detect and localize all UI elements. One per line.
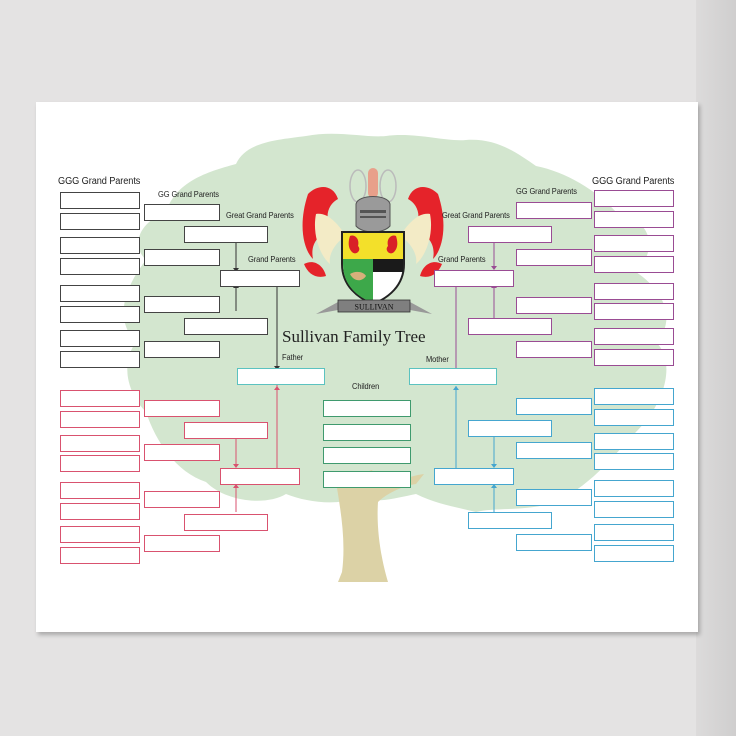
great-grandparent-box-2[interactable] [184,318,268,335]
gg-grandparent-box-5[interactable] [144,400,220,417]
ggg-grandparent-box-7[interactable] [60,330,140,347]
label-gg-grand-parents-right: GG Grand Parents [516,186,577,196]
ggg-grandparent-box-28[interactable] [594,453,674,470]
gg-grandparent-box-13[interactable] [516,398,592,415]
label-grand-parents-left: Grand Parents [248,254,296,264]
great-grandparent-box-1[interactable] [184,226,268,243]
ggg-grandparent-box-31[interactable] [594,524,674,541]
great-grandparent-box-8[interactable] [468,512,552,529]
label-grand-parents-right: Grand Parents [438,254,486,264]
grandparent-box-4[interactable] [434,468,514,485]
gg-grandparent-box-15[interactable] [516,489,592,506]
gg-grandparent-box-8[interactable] [144,535,220,552]
grandparent-box-3[interactable] [434,270,514,287]
child-box-2[interactable] [323,424,411,441]
ggg-grandparent-box-9[interactable] [60,390,140,407]
crest-banner-text: SULLIVAN [355,303,394,312]
gg-grandparent-box-14[interactable] [516,442,592,459]
sullivan-coat-of-arms: SULLIVAN [302,168,444,314]
tree-trunk-illustration [336,470,424,582]
ggg-grandparent-box-2[interactable] [60,213,140,230]
family-tree-poster: SULLIVAN Sullivan Family Tree GGG Grand … [36,102,698,632]
ggg-grandparent-box-29[interactable] [594,480,674,497]
ggg-grandparent-box-16[interactable] [60,547,140,564]
ggg-grandparent-box-23[interactable] [594,328,674,345]
ggg-grandparent-box-12[interactable] [60,455,140,472]
label-gg-grand-parents-left: GG Grand Parents [158,189,219,199]
ggg-grandparent-box-6[interactable] [60,306,140,323]
ggg-grandparent-box-22[interactable] [594,303,674,320]
gg-grandparent-box-12[interactable] [516,341,592,358]
ggg-grandparent-box-14[interactable] [60,503,140,520]
ggg-grandparent-box-5[interactable] [60,285,140,302]
ggg-grandparent-box-18[interactable] [594,211,674,228]
great-grandparent-box-6[interactable] [468,318,552,335]
ggg-grandparent-box-15[interactable] [60,526,140,543]
label-children: Children [352,381,380,391]
ggg-grandparent-box-20[interactable] [594,256,674,273]
child-box-1[interactable] [323,400,411,417]
wall-background [696,0,736,736]
father-box[interactable] [237,368,325,385]
ggg-grandparent-box-10[interactable] [60,411,140,428]
mother-box[interactable] [409,368,497,385]
great-grandparent-box-4[interactable] [184,514,268,531]
ggg-grandparent-box-19[interactable] [594,235,674,252]
label-father: Father [282,352,304,362]
ggg-grandparent-box-24[interactable] [594,349,674,366]
ggg-grandparent-box-25[interactable] [594,388,674,405]
ggg-grandparent-box-17[interactable] [594,190,674,207]
gg-grandparent-box-1[interactable] [144,204,220,221]
gg-grandparent-box-16[interactable] [516,534,592,551]
ggg-grandparent-box-32[interactable] [594,545,674,562]
gg-grandparent-box-10[interactable] [516,249,592,266]
poster-title: Sullivan Family Tree [282,327,426,346]
child-box-4[interactable] [323,471,411,488]
ggg-grandparent-box-26[interactable] [594,409,674,426]
label-ggg-grand-parents-left: GGG Grand Parents [58,176,141,187]
ggg-grandparent-box-11[interactable] [60,435,140,452]
ggg-grandparent-box-13[interactable] [60,482,140,499]
gg-grandparent-box-9[interactable] [516,202,592,219]
ggg-grandparent-box-3[interactable] [60,237,140,254]
grandparent-box-2[interactable] [220,468,300,485]
great-grandparent-box-7[interactable] [468,420,552,437]
gg-grandparent-box-2[interactable] [144,249,220,266]
ggg-grandparent-box-8[interactable] [60,351,140,368]
ggg-grandparent-box-4[interactable] [60,258,140,275]
label-great-grand-parents-left: Great Grand Parents [226,210,294,220]
label-great-grand-parents-right: Great Grand Parents [442,210,510,220]
ggg-grandparent-box-27[interactable] [594,433,674,450]
gg-grandparent-box-7[interactable] [144,491,220,508]
ggg-grandparent-box-1[interactable] [60,192,140,209]
label-mother: Mother [426,354,449,364]
ggg-grandparent-box-21[interactable] [594,283,674,300]
label-ggg-grand-parents-right: GGG Grand Parents [592,176,675,187]
gg-grandparent-box-6[interactable] [144,444,220,461]
child-box-3[interactable] [323,447,411,464]
great-grandparent-box-3[interactable] [184,422,268,439]
grandparent-box-1[interactable] [220,270,300,287]
ggg-grandparent-box-30[interactable] [594,501,674,518]
gg-grandparent-box-3[interactable] [144,296,220,313]
gg-grandparent-box-4[interactable] [144,341,220,358]
great-grandparent-box-5[interactable] [468,226,552,243]
gg-grandparent-box-11[interactable] [516,297,592,314]
